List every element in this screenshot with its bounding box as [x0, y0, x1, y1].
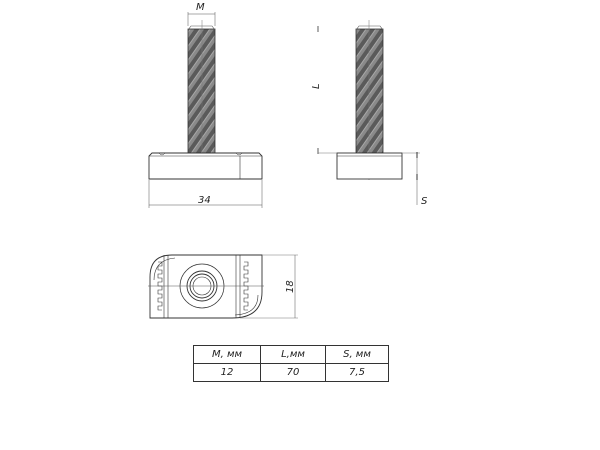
value-s: 7,5: [325, 363, 389, 382]
top-view: [148, 254, 298, 319]
header-m: M, мм: [193, 345, 261, 364]
top-nut-outline: [149, 254, 263, 319]
dim-label-m: M: [196, 2, 205, 13]
front-nut-base: [148, 152, 263, 180]
front-bolt-shaft: [187, 28, 216, 154]
dim-label-s: S: [421, 196, 428, 207]
side-nut-base: [336, 152, 403, 180]
table-row: 12 70 7,5: [193, 363, 389, 382]
value-l: 70: [260, 363, 326, 382]
spec-table-header: M, мм L,мм S, мм: [193, 345, 389, 364]
header-s: S, мм: [325, 345, 389, 364]
side-view: [317, 20, 420, 205]
dim-label-18: 18: [285, 280, 296, 293]
dim-label-l: L: [311, 83, 322, 89]
dim-label-34: 34: [198, 195, 211, 206]
front-view: [148, 12, 263, 208]
side-bolt-shaft: [355, 28, 384, 154]
value-m: 12: [193, 363, 261, 382]
header-l: L,мм: [260, 345, 326, 364]
spec-table: M, мм L,мм S, мм 12 70 7,5: [193, 345, 389, 382]
